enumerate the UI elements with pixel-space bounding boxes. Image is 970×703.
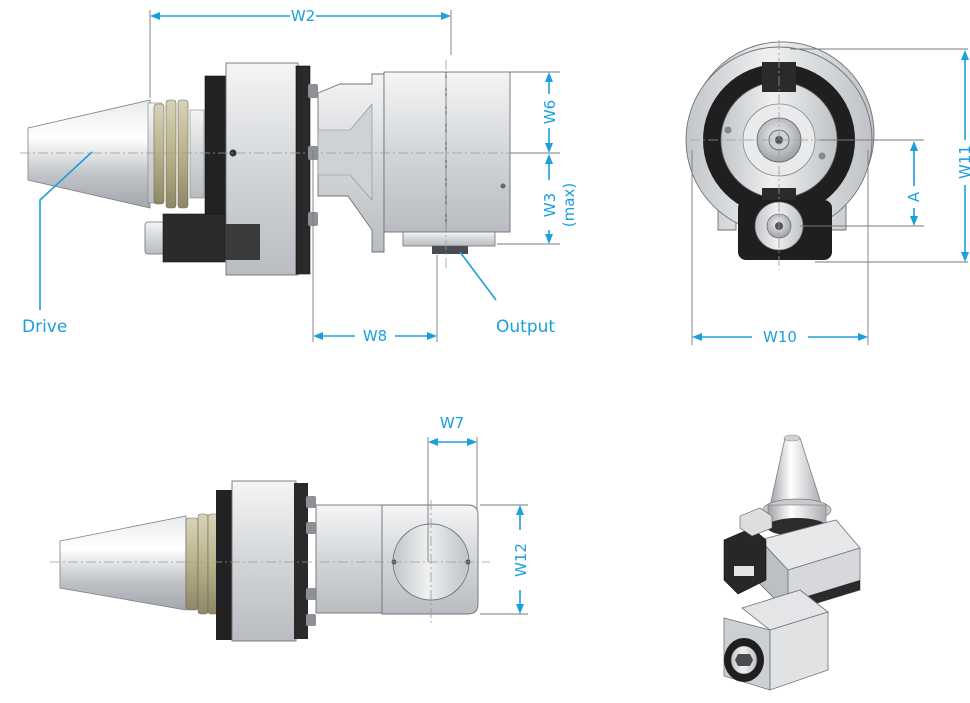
key-slot-bottom <box>762 188 796 202</box>
label-w3-note: (max) <box>560 183 578 227</box>
front-pin-right <box>818 152 826 160</box>
front-flange <box>295 65 311 275</box>
top-taper-shank <box>59 515 187 611</box>
gearbox-head <box>383 71 511 233</box>
dim-w10: W10 <box>691 150 869 346</box>
connector-cap <box>144 221 166 255</box>
label-w8: W8 <box>363 327 387 345</box>
label-w10: W10 <box>763 328 797 346</box>
top-main-housing <box>231 480 297 642</box>
label-w3: W3 <box>541 193 559 217</box>
dim-w2: W2 <box>149 7 452 98</box>
neck-notch <box>317 103 373 201</box>
label-a: A <box>905 191 923 202</box>
top-front-flange <box>294 483 308 639</box>
label-w11: W11 <box>956 145 970 179</box>
callout-drive: Drive <box>22 151 93 337</box>
front-view: W10 A W11 <box>685 40 970 346</box>
label-output: Output <box>496 317 555 337</box>
gearbox-plug <box>500 183 506 189</box>
iso-head-side <box>769 611 829 691</box>
drive-rings <box>153 99 205 209</box>
top-flange-bolts <box>306 496 316 626</box>
top-drive-rings <box>185 513 219 615</box>
isometric-view <box>723 434 861 691</box>
dim-a: A <box>800 139 924 227</box>
dim-w7: W7 <box>427 414 478 562</box>
dim-w11: W11 <box>790 48 970 263</box>
dim-w6: W6 <box>510 71 560 154</box>
connector-body <box>162 213 226 263</box>
output-spindle <box>402 231 496 247</box>
top-neck <box>315 504 383 614</box>
label-drive: Drive <box>22 317 67 337</box>
callout-output: Output <box>459 251 555 337</box>
side-view: W2 W6 W3 (max) <box>20 7 578 345</box>
dim-w3: W3 (max) <box>497 154 578 245</box>
label-w2: W2 <box>291 7 315 25</box>
top-rear-flange <box>216 490 234 640</box>
iso-taper-shank <box>769 437 823 507</box>
front-pin-left <box>724 126 732 134</box>
label-w7: W7 <box>440 414 464 432</box>
top-view: W7 W12 <box>50 414 530 642</box>
dim-w8: W8 <box>312 150 438 345</box>
dim-w12: W12 <box>480 504 530 615</box>
label-w12: W12 <box>512 543 530 577</box>
label-w6: W6 <box>541 100 559 124</box>
